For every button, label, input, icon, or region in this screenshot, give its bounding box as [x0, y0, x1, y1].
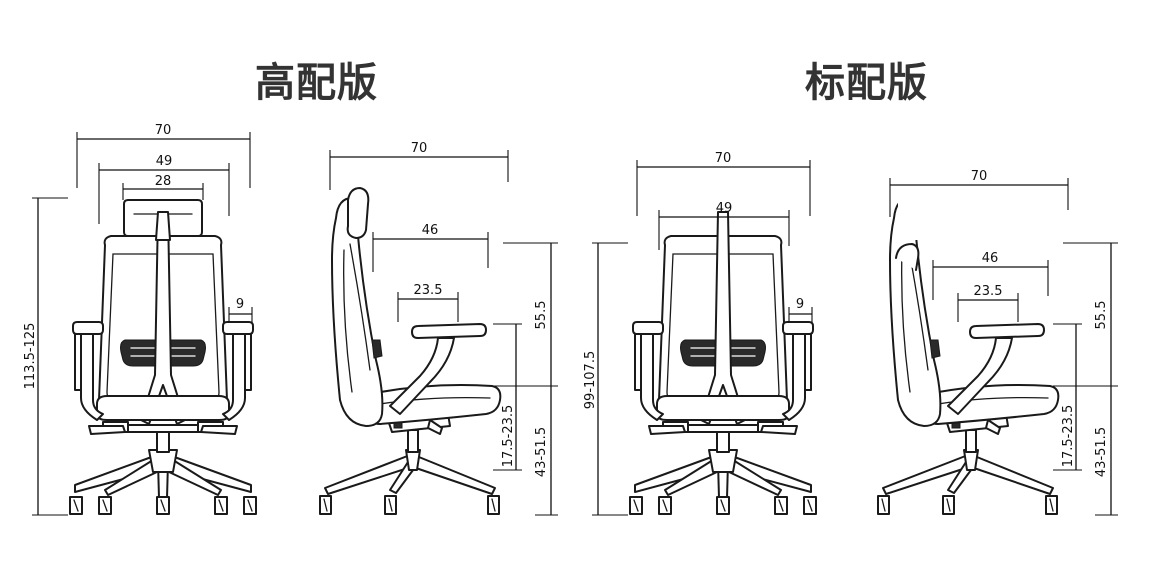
title-standard-config: 标配版: [805, 60, 928, 106]
hp-side-back-height: 55.5: [534, 301, 549, 330]
hp-front-view: [69, 199, 257, 515]
sp-front-dimensions: 70 49 9 99-107.5: [583, 151, 813, 516]
title-high-config: 高配版: [255, 60, 378, 106]
hp-side-arm-height: 17.5-23.5: [501, 405, 516, 468]
hp-front-arm-width: 9: [236, 297, 244, 312]
hp-side-depth-seat: 46: [422, 223, 439, 238]
sp-front-arm-width: 9: [796, 297, 804, 312]
sp-front-height-total: 99-107.5: [583, 351, 598, 409]
hp-front-dimensions: 70 49 28 9 113.5-125: [23, 123, 253, 516]
sp-side-back-height: 55.5: [1094, 301, 1109, 330]
hp-side-depth-total: 70: [411, 141, 428, 156]
hp-side-view: [319, 187, 502, 515]
hp-front-width-back: 49: [156, 154, 173, 169]
hp-front-width-headrest: 28: [155, 174, 172, 189]
hp-front-width-total: 70: [155, 123, 172, 138]
sp-side-depth-total: 70: [971, 169, 988, 184]
sp-side-dimensions: 70 46 23.5 55.5 17.5-23.5 43-51.5: [889, 169, 1118, 516]
sp-side-arm-depth: 23.5: [974, 284, 1003, 299]
hp-side-arm-depth: 23.5: [414, 283, 443, 298]
sp-front-width-total: 70: [715, 151, 732, 166]
sp-side-view: [877, 180, 1060, 515]
hp-side-dimensions: 70 46 23.5 55.5 17.5-23.5 43-51.5: [329, 141, 558, 516]
hp-front-height-total: 113.5-125: [23, 323, 38, 390]
sp-side-depth-seat: 46: [982, 251, 999, 266]
sp-side-arm-height: 17.5-23.5: [1061, 405, 1076, 468]
sp-front-view: [629, 211, 817, 515]
hp-side-seat-height: 43-51.5: [534, 427, 549, 477]
sp-side-seat-height: 43-51.5: [1094, 427, 1109, 477]
sp-front-width-back: 49: [716, 201, 733, 216]
